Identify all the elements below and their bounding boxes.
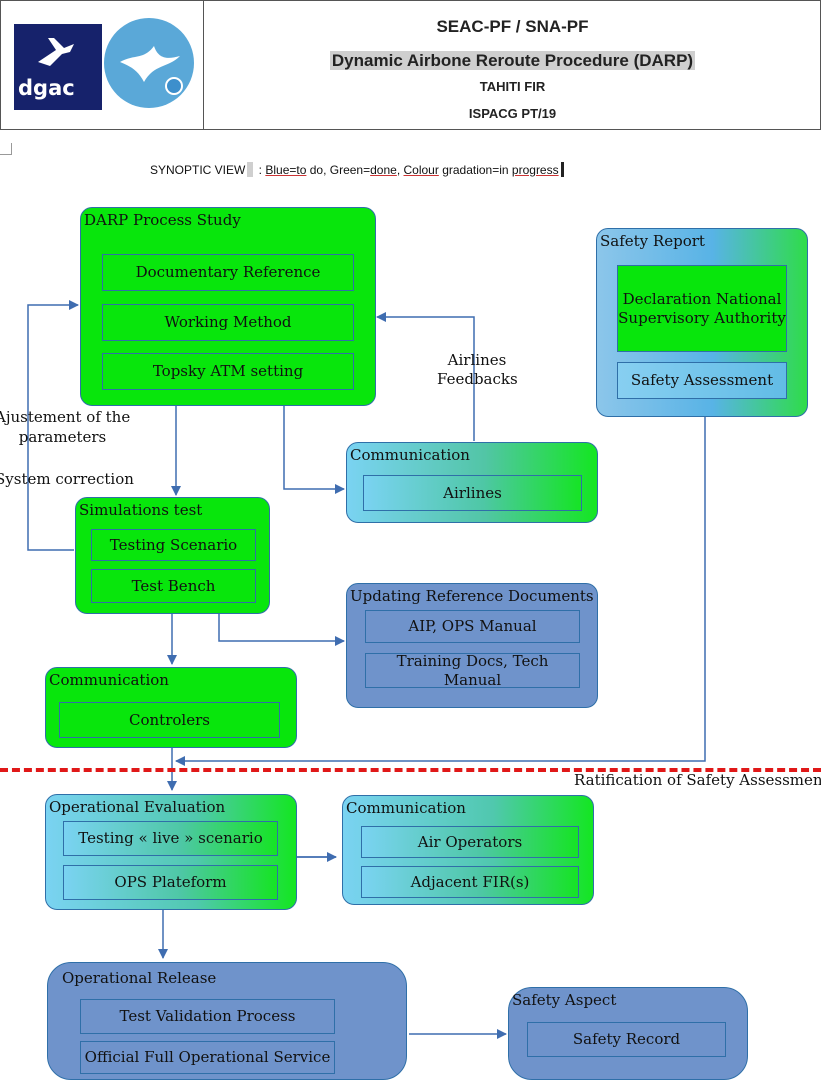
dgac-logo-block <box>14 24 102 110</box>
ratification-dashed-line <box>0 768 821 772</box>
synoptic-sep: : <box>255 163 266 177</box>
airlines-feedback-label-1: Airlines <box>447 351 507 369</box>
bird-logo-shape-icon <box>120 46 183 95</box>
safety-item-declaration: Declaration National Supervisory Authori… <box>617 265 787 352</box>
darp-item-working-method: Working Method <box>102 304 354 341</box>
op-eval-item-live: Testing « live » scenario <box>63 821 278 856</box>
airlines-feedback-label-2: Feedbacks <box>437 370 518 388</box>
plane-logo-icon <box>38 38 74 66</box>
synoptic-comma: , <box>396 163 404 177</box>
comm-item-air-operators: Air Operators <box>361 826 579 858</box>
darp-item-documentary: Documentary Reference <box>102 254 354 291</box>
text-cursor <box>560 162 564 177</box>
darp-process-title: DARP Process Study <box>84 211 241 229</box>
sim-item-testing-scenario: Testing Scenario <box>91 529 256 561</box>
op-release-title: Operational Release <box>62 969 217 987</box>
updating-docs-title: Updating Reference Documents <box>350 587 594 605</box>
synoptic-grad: gradation=in <box>438 163 512 177</box>
op-eval-title: Operational Evaluation <box>49 798 226 816</box>
synoptic-progress: progress <box>511 163 559 177</box>
comm-item-controlers: Controlers <box>59 702 280 738</box>
comm-controlers-title: Communication <box>49 671 169 689</box>
ratification-label: Ratification of Safety Assessment <box>574 771 821 789</box>
header-org: SEAC-PF / SNA-PF <box>436 17 589 36</box>
synoptic-prefix: SYNOPTIC VIEW <box>150 163 246 177</box>
safety-item-assessment: Safety Assessment <box>617 362 787 399</box>
updating-item-training: Training Docs, Tech Manual <box>365 652 580 689</box>
arrow-adjustment-loop <box>27 300 79 551</box>
synoptic-blue: Blue=to <box>265 163 307 177</box>
adjust-label-1: Ajustement of the <box>0 408 131 426</box>
op-eval-item-ops: OPS Plateform <box>63 865 278 900</box>
op-release-item-validation: Test Validation Process <box>80 999 335 1034</box>
header-title: Dynamic Airbone Reroute Procedure (DARP) <box>329 51 696 70</box>
simulations-title: Simulations test <box>79 501 203 519</box>
header-fir: TAHITI FIR <box>479 79 546 94</box>
synoptic-colour: Colour <box>403 163 439 177</box>
system-correction-label: System correction <box>0 470 134 488</box>
safety-aspect-title: Safety Aspect <box>512 991 617 1009</box>
corner-mark <box>0 143 12 155</box>
adjust-label-2: parameters <box>18 428 107 446</box>
sim-item-test-bench: Test Bench <box>91 569 256 603</box>
safety-report-title: Safety Report <box>600 232 705 250</box>
logo-text: dgac <box>18 76 75 100</box>
arrow-feedback-darp <box>376 312 475 441</box>
arrow-safety-ratification <box>175 417 706 766</box>
synoptic-do: do, Green= <box>306 163 371 177</box>
comm-airlines-title: Communication <box>350 446 470 464</box>
comm-item-adjacent-fir: Adjacent FIR(s) <box>361 866 579 898</box>
updating-item-aip: AIP, OPS Manual <box>365 610 580 643</box>
header-divider <box>203 0 204 130</box>
arrow-darp-comm-airlines <box>283 405 345 494</box>
darp-item-topsky: Topsky ATM setting <box>102 353 354 390</box>
arrow-simulations-updating <box>218 614 345 646</box>
op-release-item-official: Official Full Operational Service <box>80 1041 335 1074</box>
synoptic-legend: SYNOPTIC VIEW : Blue=to do, Green=done, … <box>150 162 690 180</box>
text-cursor-gap <box>247 162 254 177</box>
updating-docs-box: Updating Reference Documents <box>346 583 598 708</box>
comm-item-airlines: Airlines <box>363 475 582 511</box>
safety-aspect-item-record: Safety Record <box>527 1022 726 1057</box>
synoptic-done: done <box>370 163 397 177</box>
comm-operators-title: Communication <box>346 799 466 817</box>
header-title-wrap: Dynamic Airbone Reroute Procedure (DARP) <box>204 51 821 71</box>
header-meeting: ISPACG PT/19 <box>468 106 557 121</box>
